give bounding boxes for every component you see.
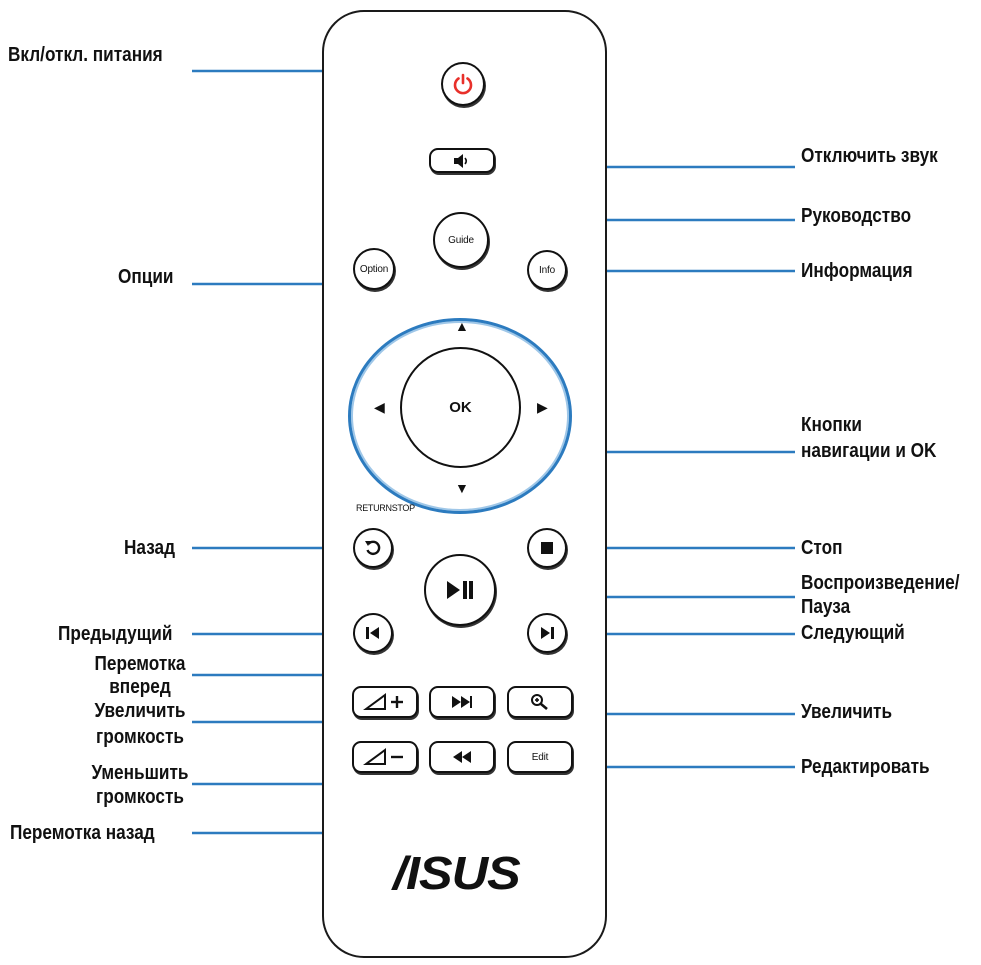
play-pause-button[interactable]	[424, 554, 496, 626]
navigation-ring[interactable]	[348, 318, 572, 514]
edit-button-label: Edit	[531, 751, 549, 763]
label-ff-line2: вперед	[109, 676, 171, 698]
label-ff-line1: Перемотка	[94, 653, 186, 675]
guide-button[interactable]: Guide	[433, 212, 489, 268]
speaker-icon	[454, 153, 468, 168]
volume-up-icon	[363, 693, 403, 710]
label-playpause-line2: Пауза	[801, 596, 851, 618]
power-icon	[453, 73, 473, 95]
next-button[interactable]	[527, 613, 567, 653]
label-back: Назад	[124, 537, 176, 559]
previous-button[interactable]	[353, 613, 393, 653]
volume-down-icon	[363, 748, 403, 765]
arrow-right-icon[interactable]: ▶	[537, 399, 548, 415]
fast-forward-button[interactable]	[429, 686, 495, 718]
arrow-left-icon[interactable]: ◀	[374, 399, 385, 415]
power-button[interactable]	[441, 62, 485, 106]
label-volup-line2: громкость	[96, 726, 184, 748]
asus-logo: /ISUS	[393, 847, 521, 899]
label-edit: Редактировать	[801, 756, 930, 778]
label-info: Информация	[801, 260, 913, 282]
play-pause-icon	[447, 581, 473, 599]
edit-button[interactable]: Edit	[507, 741, 573, 773]
label-nav-line1: Кнопки	[801, 414, 862, 436]
label-nav-line2: навигации и OK	[801, 440, 937, 462]
arrow-up-icon[interactable]: ▲	[455, 318, 469, 334]
return-stop-caption: RETURNSTOP	[356, 503, 415, 513]
rewind-button[interactable]	[429, 741, 495, 773]
back-button[interactable]	[353, 528, 393, 568]
magnifier-icon	[531, 694, 548, 710]
return-arrow-icon	[365, 540, 381, 556]
label-voldown-line2: громкость	[96, 786, 184, 808]
label-next: Следующий	[801, 622, 905, 644]
arrow-down-icon[interactable]: ▼	[455, 480, 469, 496]
zoom-button[interactable]	[507, 686, 573, 718]
skip-next-icon	[541, 627, 554, 639]
rewind-icon	[453, 751, 471, 763]
label-prev: Предыдущий	[58, 623, 173, 645]
guide-button-label: Guide	[448, 234, 474, 246]
volume-down-button[interactable]	[352, 741, 418, 773]
ok-button[interactable]: OK	[400, 347, 521, 468]
skip-previous-icon	[366, 627, 379, 639]
volume-up-button[interactable]	[352, 686, 418, 718]
fast-forward-icon	[452, 696, 472, 708]
label-volup-line1: Увеличить	[94, 700, 186, 722]
info-button-label: Info	[539, 264, 555, 276]
option-button[interactable]: Option	[353, 248, 395, 290]
label-power: Вкл/откл. питания	[8, 44, 163, 66]
label-stop: Стоп	[801, 537, 843, 559]
option-button-label: Option	[359, 263, 389, 275]
info-button[interactable]: Info	[527, 250, 567, 290]
label-options: Опции	[118, 266, 174, 288]
label-playpause-line1: Воспроизведение/	[801, 572, 960, 594]
label-mute: Отключить звук	[801, 145, 938, 167]
ok-button-label: OK	[449, 399, 472, 416]
mute-button[interactable]	[429, 148, 495, 173]
label-voldown-line1: Уменьшить	[91, 762, 189, 784]
stop-button[interactable]	[527, 528, 567, 568]
stop-square-icon	[541, 542, 553, 554]
label-zoom: Увеличить	[801, 701, 893, 723]
label-guide: Руководство	[801, 205, 912, 227]
label-rew: Перемотка назад	[10, 822, 155, 844]
